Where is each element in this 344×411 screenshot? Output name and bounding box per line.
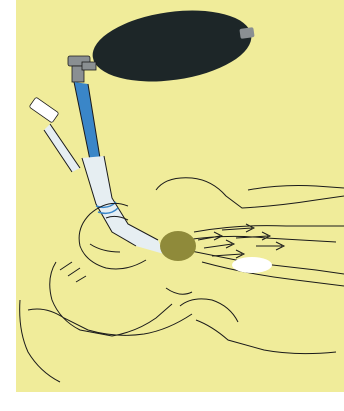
tube-cuff	[160, 231, 196, 261]
airway-diagram	[16, 0, 344, 392]
air-bubble	[232, 257, 272, 273]
